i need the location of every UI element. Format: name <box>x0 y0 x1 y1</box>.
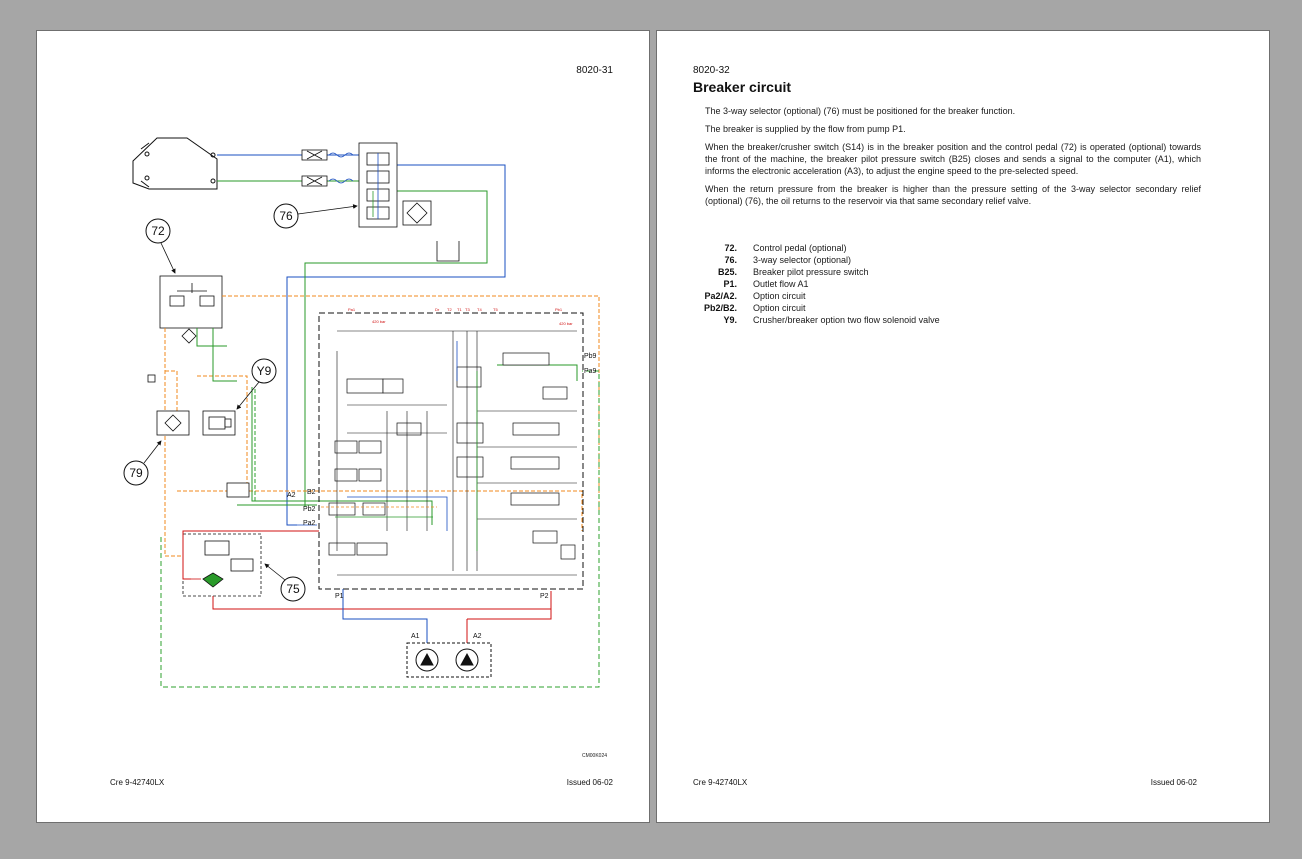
legend-desc: Control pedal (optional) <box>753 243 847 253</box>
legend-item: Y9. Crusher/breaker option two flow sole… <box>693 314 940 326</box>
schematic-labels: Pb9 Pa9 A2 B2 Pb2 Pa2 P1 P2 A1 A2 <box>287 353 597 640</box>
legend-key: Y9. <box>723 315 737 325</box>
callout-76: 76 <box>273 203 358 229</box>
svg-text:T3: T3 <box>465 307 470 312</box>
footer-issue-date: Issued 06-02 <box>1150 778 1197 787</box>
legend-key: 72. <box>724 243 737 253</box>
pump-supply-lines <box>342 589 552 643</box>
svg-text:75: 75 <box>286 582 300 596</box>
paragraph: The breaker is supplied by the flow from… <box>705 124 906 134</box>
svg-text:79: 79 <box>129 466 143 480</box>
legend-item: Pb2/B2. Option circuit <box>693 302 940 314</box>
pumps <box>406 642 492 678</box>
svg-text:Y9: Y9 <box>257 364 272 378</box>
svg-text:Pb2: Pb2 <box>303 506 316 513</box>
left-page: 8020-31 <box>36 30 650 823</box>
legend-desc: Option circuit <box>753 303 806 313</box>
hydraulic-schematic: 76 72 <box>123 137 600 688</box>
paragraph: When the breaker/crusher switch (S14) is… <box>705 142 1201 176</box>
breaker-supply-lines <box>217 154 506 526</box>
body-text: The 3-way selector (optional) (76) must … <box>705 105 1201 213</box>
quick-couplers <box>301 149 354 187</box>
svg-text:A1: A1 <box>411 633 420 640</box>
footer-issue-date: Issued 06-02 <box>566 778 613 787</box>
svg-text:P2: P2 <box>540 593 549 600</box>
page-number: 8020-31 <box>576 65 613 76</box>
page-number: 8020-32 <box>693 65 730 76</box>
drain-loop-dashed <box>160 370 600 688</box>
svg-text:A2: A2 <box>473 633 482 640</box>
y9-solenoid-valve <box>202 410 236 436</box>
legend-key: Pa2/A2. <box>704 291 737 301</box>
check-valve <box>226 482 250 498</box>
section-title: Breaker circuit <box>693 79 792 95</box>
svg-text:T2: T2 <box>447 307 452 312</box>
drain-lines <box>164 295 600 557</box>
legend-key: B25. <box>717 267 737 277</box>
legend-item: P1. Outlet flow A1 <box>693 278 940 290</box>
legend-key: Pb2/B2. <box>703 303 737 313</box>
legend-desc: Option circuit <box>753 291 806 301</box>
breaker-tool <box>132 137 218 190</box>
svg-text:Pb1: Pb1 <box>555 307 563 312</box>
right-page: 8020-32 Breaker circuit The 3-way select… <box>656 30 1270 823</box>
legend-item: 76. 3-way selector (optional) <box>693 254 940 266</box>
legend-item: B25. Breaker pilot pressure switch <box>693 266 940 278</box>
filter-79 <box>147 374 190 436</box>
svg-text:420 bar: 420 bar <box>372 319 386 324</box>
footer-doc-ref: Cre 9-42740LX <box>110 778 165 787</box>
svg-text:T5: T5 <box>493 307 498 312</box>
callout-79: 79 <box>123 440 162 486</box>
svg-text:T1: T1 <box>457 307 462 312</box>
legend-item: Pa2/A2. Option circuit <box>693 290 940 302</box>
pilot-lines <box>196 328 578 525</box>
svg-text:Pa1: Pa1 <box>348 307 356 312</box>
svg-text:Pa2: Pa2 <box>303 520 316 527</box>
svg-text:T4: T4 <box>477 307 482 312</box>
legend-list: 72. Control pedal (optional) 76. 3-way s… <box>693 242 940 326</box>
legend-desc: 3-way selector (optional) <box>753 255 852 265</box>
paragraph: When the return pressure from the breake… <box>705 184 1201 206</box>
svg-text:B2: B2 <box>307 489 316 496</box>
three-way-selector <box>358 142 460 262</box>
svg-text:Pa9: Pa9 <box>584 368 597 375</box>
svg-text:Pb9: Pb9 <box>584 353 597 360</box>
svg-text:P1: P1 <box>335 593 344 600</box>
control-pedal <box>159 275 223 344</box>
legend-key: P1. <box>723 279 737 289</box>
svg-text:76: 76 <box>279 209 293 223</box>
paragraph: The 3-way selector (optional) (76) must … <box>705 106 1016 116</box>
pressure-switch-75 <box>182 533 262 597</box>
callout-75: 75 <box>264 563 306 602</box>
diagram-code: CM00K024 <box>582 753 608 759</box>
legend-desc: Crusher/breaker option two flow solenoid… <box>753 315 940 325</box>
svg-text:Dr: Dr <box>435 307 440 312</box>
legend-key: 76. <box>724 255 737 265</box>
callout-y9: Y9 <box>236 358 277 410</box>
svg-text:72: 72 <box>151 224 165 238</box>
main-control-valve: Pa1 Dr T2 T1 T3 T4 T5 Pb1 420 bar 420 ba… <box>297 307 584 590</box>
svg-text:A2: A2 <box>287 492 296 499</box>
svg-text:420 bar: 420 bar <box>559 321 573 326</box>
legend-desc: Breaker pilot pressure switch <box>753 267 869 277</box>
legend-item: 72. Control pedal (optional) <box>693 242 940 254</box>
legend-desc: Outlet flow A1 <box>753 279 809 289</box>
footer-doc-ref: Cre 9-42740LX <box>693 778 748 787</box>
callout-72: 72 <box>145 218 176 274</box>
